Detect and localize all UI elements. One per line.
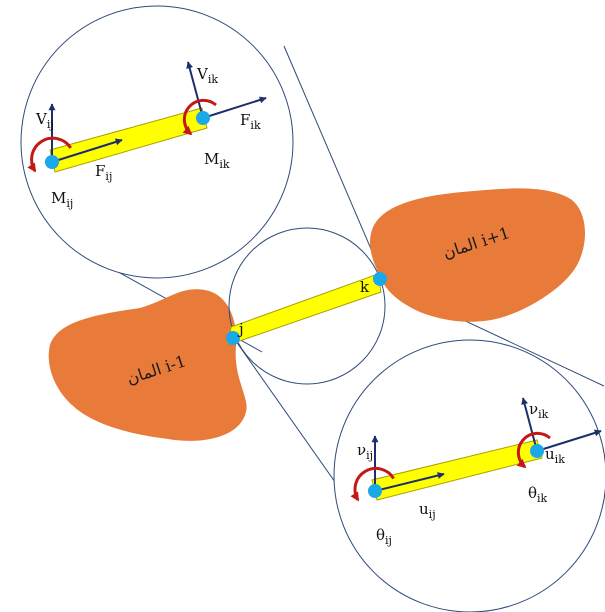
force-vik-label: Vik (196, 65, 218, 86)
connector-top-right (283, 45, 375, 257)
force-view: Vij Fij Mij Vik Fik Mik (20, 5, 294, 279)
element-right-shape (370, 188, 585, 322)
force-mik-main: M (204, 150, 219, 168)
disp-uik-arrow (536, 429, 602, 452)
node-k-label: k (360, 278, 370, 296)
force-vij-main: V (35, 110, 48, 128)
force-vik-sub: ik (208, 73, 219, 86)
force-fik-label: Fik (240, 111, 261, 132)
disp-vij-label: νij (357, 441, 373, 462)
force-fij-arrow (51, 138, 123, 163)
disp-right-node (530, 444, 544, 458)
force-fij-sub: ij (105, 170, 112, 183)
disp-vik-arrow (521, 397, 538, 452)
force-vik-main: V (196, 65, 209, 83)
force-vik-arrow (186, 61, 204, 119)
disp-thetaij-rotation-icon (350, 466, 395, 502)
center-view: j k (226, 227, 387, 385)
node-k (373, 272, 387, 286)
center-zoom-circle (228, 227, 386, 385)
element-left: المان i-1 (48, 289, 247, 441)
element-right: المان i+1 (370, 188, 585, 322)
disp-vij-sub: ij (366, 449, 373, 462)
force-left-node (45, 155, 59, 169)
disp-thetaij-sub: ij (385, 534, 392, 547)
node-j (226, 331, 240, 345)
force-mij-moment-icon (27, 136, 72, 173)
disp-uij-arrow (374, 472, 445, 492)
disp-left-node (368, 484, 382, 498)
force-fij-label: Fij (95, 162, 112, 183)
node-j-label: j (237, 320, 244, 338)
force-mij-label: Mij (51, 189, 73, 210)
force-right-node (196, 111, 210, 125)
force-fij-main: F (95, 162, 105, 180)
disp-uik-sub: ik (555, 453, 566, 466)
element-left-shape (48, 289, 247, 441)
force-mik-moment-icon (182, 98, 217, 136)
disp-thetaik-label: θik (528, 484, 548, 505)
disp-uik-label: uik (545, 445, 565, 466)
center-beam (227, 273, 382, 346)
force-fik-main: F (240, 111, 250, 129)
displacement-view: νij uij θij νik uik θik (333, 339, 605, 612)
disp-vik-main: ν (529, 400, 538, 418)
disp-vik-label: νik (529, 400, 549, 421)
force-fik-arrow (202, 96, 267, 119)
disp-uik-main: u (545, 445, 555, 463)
force-fik-sub: ik (250, 119, 261, 132)
force-vij-label: Vij (35, 110, 54, 131)
disp-thetaik-sub: ik (537, 492, 548, 505)
force-mik-sub: ik (219, 158, 230, 171)
disp-uij-label: uij (419, 500, 436, 521)
disp-thetaik-main: θ (528, 484, 537, 502)
disp-thetaik-rotation-icon (516, 431, 551, 469)
disp-uij-sub: ij (429, 508, 436, 521)
disp-uij-main: u (419, 500, 429, 518)
disp-vij-main: ν (357, 441, 366, 459)
force-mij-sub: ij (66, 197, 73, 210)
force-mij-main: M (51, 189, 66, 207)
force-mik-label: Mik (204, 150, 230, 171)
disp-thetaij-label: θij (376, 526, 392, 547)
disp-thetaij-main: θ (376, 526, 385, 544)
force-vij-sub: ij (47, 118, 54, 131)
disp-vik-sub: ik (538, 408, 549, 421)
